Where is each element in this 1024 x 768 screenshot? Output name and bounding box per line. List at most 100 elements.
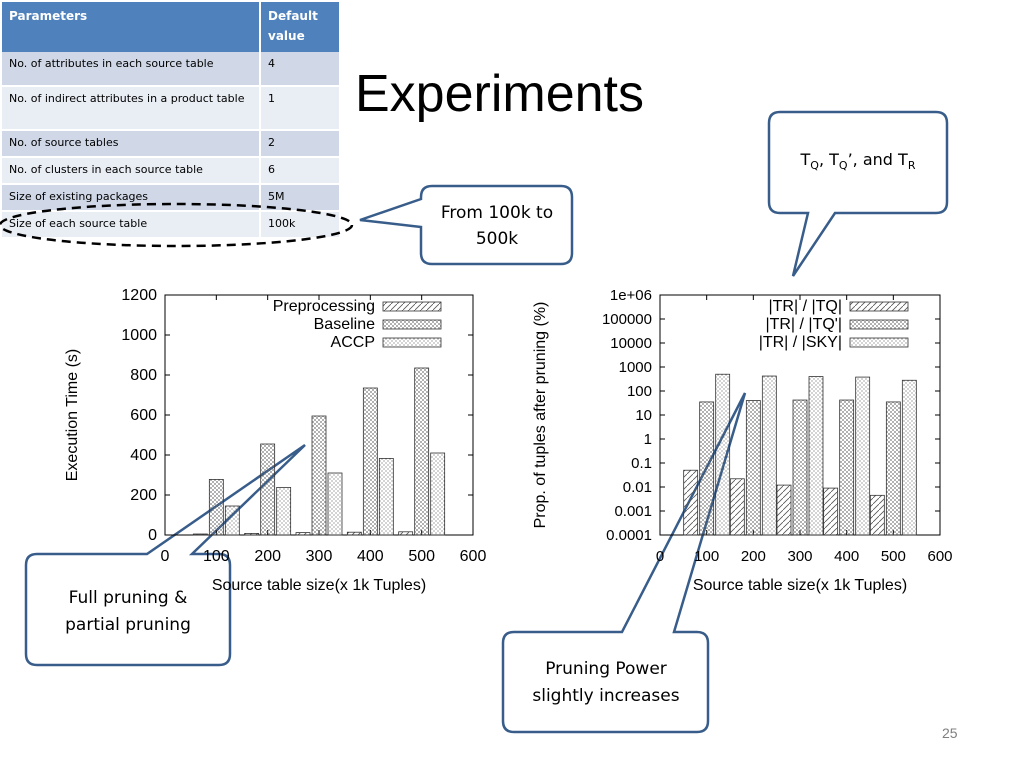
- y-tick-label: 1: [644, 431, 652, 448]
- table-header-row: Parameters Default value: [2, 2, 341, 52]
- bar-b: [839, 399, 855, 536]
- tq-part: , T: [818, 150, 839, 169]
- legend-label: Preprocessing: [273, 298, 375, 315]
- bar-b: [311, 415, 327, 536]
- table-row: Size of each source table 100k: [2, 211, 341, 239]
- x-tick-label: 400: [357, 548, 384, 565]
- x-tick-label: 200: [254, 548, 281, 565]
- legend-label: |TR| / |TQ'|: [765, 316, 842, 333]
- y-axis-label: Execution Time (s): [64, 349, 81, 481]
- tq-part: T: [800, 150, 811, 169]
- bar-c: [761, 375, 777, 536]
- table-row: No. of clusters in each source table 6: [2, 157, 341, 185]
- bar-a: [398, 531, 414, 536]
- bar-a: [244, 532, 260, 536]
- bar-c: [430, 452, 446, 536]
- callout-tq-text: TQ, TQ’, and TR: [772, 150, 944, 172]
- bar-b: [885, 401, 901, 536]
- y-tick-label: 100000: [602, 311, 652, 328]
- y-tick-label: 200: [130, 487, 157, 504]
- y-tick-label: 10: [635, 407, 652, 424]
- table-cell-value: 1: [260, 86, 341, 131]
- bar-c: [715, 373, 731, 536]
- bar-a: [729, 478, 745, 536]
- y-tick-label: 0.0001: [606, 527, 652, 544]
- bar-c: [378, 457, 394, 536]
- y-tick-label: 1000: [619, 359, 652, 376]
- tq-sub: Q: [810, 159, 819, 173]
- bar-c: [855, 376, 871, 536]
- x-axis-label: Source table size(x 1k Tuples): [212, 577, 426, 594]
- legend-swatch: [382, 337, 442, 348]
- y-tick-label: 0.1: [631, 455, 652, 472]
- legend-swatch: [849, 337, 909, 348]
- x-tick-label: 300: [306, 548, 333, 565]
- bar-a: [869, 494, 885, 536]
- x-tick-label: 600: [927, 548, 952, 565]
- callout-range-text: From 100k to 500k: [440, 203, 554, 249]
- bar-a: [192, 533, 208, 536]
- y-tick-label: 400: [130, 447, 157, 464]
- bar-c: [901, 379, 917, 536]
- y-tick-label: 800: [130, 367, 157, 384]
- bar-a: [295, 532, 311, 536]
- bar-c: [808, 376, 824, 536]
- x-tick-label: 400: [834, 548, 859, 565]
- bar-a: [776, 484, 792, 536]
- legend-label: |TR| / |SKY|: [759, 334, 842, 351]
- callout-range-bubble: [359, 184, 574, 266]
- y-tick-label: 100: [627, 383, 652, 400]
- table-cell-parameter: No. of attributes in each source table: [2, 52, 261, 87]
- x-tick-label: 300: [787, 548, 812, 565]
- table-cell-value: 4: [260, 52, 341, 87]
- y-tick-label: 1e+06: [610, 287, 652, 304]
- bar-a: [683, 469, 699, 536]
- highlight-ellipse: [0, 202, 354, 248]
- y-tick-label: 10000: [610, 335, 652, 352]
- x-tick-label: 200: [741, 548, 766, 565]
- bar-c: [276, 486, 292, 536]
- y-tick-label: 0.001: [614, 503, 652, 520]
- legend-swatch: [849, 319, 909, 330]
- table-header-default-value: Default value: [260, 2, 341, 52]
- bar-b: [362, 387, 378, 536]
- x-tick-label: 0: [656, 548, 664, 565]
- x-tick-label: 100: [203, 548, 230, 565]
- table-row: No. of source tables 2: [2, 130, 341, 158]
- bar-b: [414, 367, 430, 536]
- table-cell-parameter: No. of source tables: [2, 130, 261, 158]
- bar-b: [792, 399, 808, 536]
- y-axis-label: Prop. of tuples after pruning (%): [532, 302, 549, 529]
- slide-title: Experiments: [355, 65, 644, 123]
- callout-tq-bubble: [767, 110, 949, 277]
- y-tick-label: 1200: [121, 287, 157, 304]
- parameters-table: Parameters Default value No. of attribut…: [2, 2, 341, 239]
- x-tick-label: 600: [460, 548, 487, 565]
- y-tick-label: 1000: [121, 327, 157, 344]
- tq-part: ’, and T: [847, 150, 908, 169]
- x-tick-label: 500: [408, 548, 435, 565]
- table-cell-parameter: No. of clusters in each source table: [2, 157, 261, 185]
- bar-a: [346, 531, 362, 536]
- tq-sub: R: [907, 159, 916, 173]
- table-cell-value: 2: [260, 130, 341, 158]
- legend-label: Baseline: [314, 316, 375, 333]
- x-tick-label: 100: [694, 548, 719, 565]
- bar-c: [224, 505, 240, 536]
- table-cell-parameter: Size of existing packages: [2, 184, 261, 212]
- bar-b: [745, 400, 761, 536]
- legend-swatch: [382, 319, 442, 330]
- table-row: No. of attributes in each source table 4: [2, 52, 341, 87]
- bar-c: [327, 472, 343, 536]
- x-tick-label: 0: [161, 548, 170, 565]
- table-cell-parameter: No. of indirect attributes in a product …: [2, 86, 261, 131]
- y-tick-label: 600: [130, 407, 157, 424]
- bar-b: [260, 443, 276, 536]
- bar-b: [699, 401, 715, 536]
- x-axis-label: Source table size(x 1k Tuples): [693, 577, 907, 594]
- execution-time-chart: 0 200 400 600 800 1000 1200 0 100 200 300 400 500 600…: [64, 287, 487, 594]
- callout-pruning-types-bubble: [24, 443, 306, 667]
- y-tick-label: 0: [148, 527, 157, 544]
- callout-pruning-types-text: Full pruning & partial pruning: [65, 588, 191, 635]
